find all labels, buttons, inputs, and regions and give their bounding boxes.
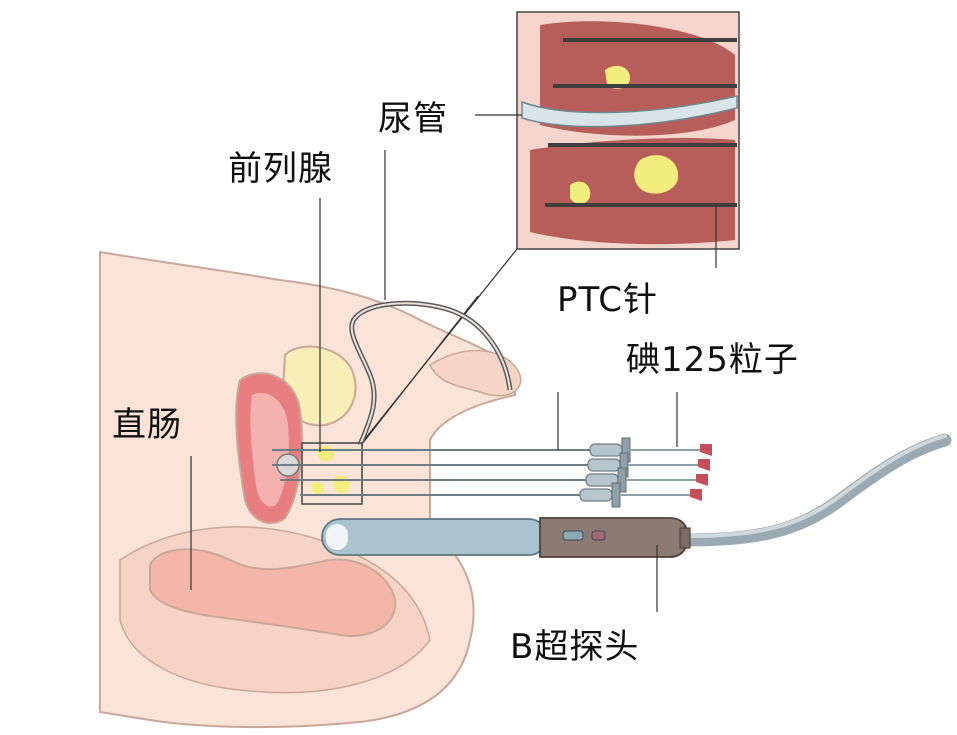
probe-collar <box>679 527 691 549</box>
probe-shaft <box>321 518 548 556</box>
label-rectum: 直肠 <box>112 405 182 445</box>
rectum <box>149 548 397 637</box>
probe-button-2 <box>591 530 606 541</box>
inset-leader-2 <box>361 295 479 445</box>
needle-hub-4 <box>579 482 702 508</box>
needle-hub-1 <box>589 437 712 463</box>
label-iodine-seeds: 碘125粒子 <box>626 340 799 380</box>
label-ptc-needle: PTC针 <box>557 280 659 320</box>
probe-tip-highlight <box>326 524 348 550</box>
probe-cable-highlight <box>686 434 947 538</box>
prostate-inner <box>250 393 289 507</box>
inset-urethra <box>521 95 738 128</box>
needle-hub-2 <box>587 452 710 478</box>
target-seed-3 <box>312 482 325 495</box>
ptc-needles <box>272 437 712 508</box>
label-urethra: 尿管 <box>378 99 448 139</box>
label-ultrasound-probe: B超探头 <box>510 627 640 667</box>
urethra-catheter-inner <box>350 302 511 446</box>
ultrasound-probe <box>321 433 952 558</box>
target-box <box>301 442 363 505</box>
label-prostate: 前列腺 <box>228 149 333 189</box>
inset-seed-1 <box>605 65 630 89</box>
inset-view <box>516 11 740 250</box>
needle-hub-3 <box>585 467 708 493</box>
probe-cable <box>681 433 952 547</box>
pelvis-body <box>99 250 522 729</box>
inset-seed-3 <box>570 181 591 204</box>
probe-handle <box>539 517 689 558</box>
perineum-fold <box>429 349 522 397</box>
probe-button-1 <box>562 530 584 541</box>
inset-seed-2 <box>634 155 679 194</box>
inset-prostate-lower <box>530 138 735 245</box>
